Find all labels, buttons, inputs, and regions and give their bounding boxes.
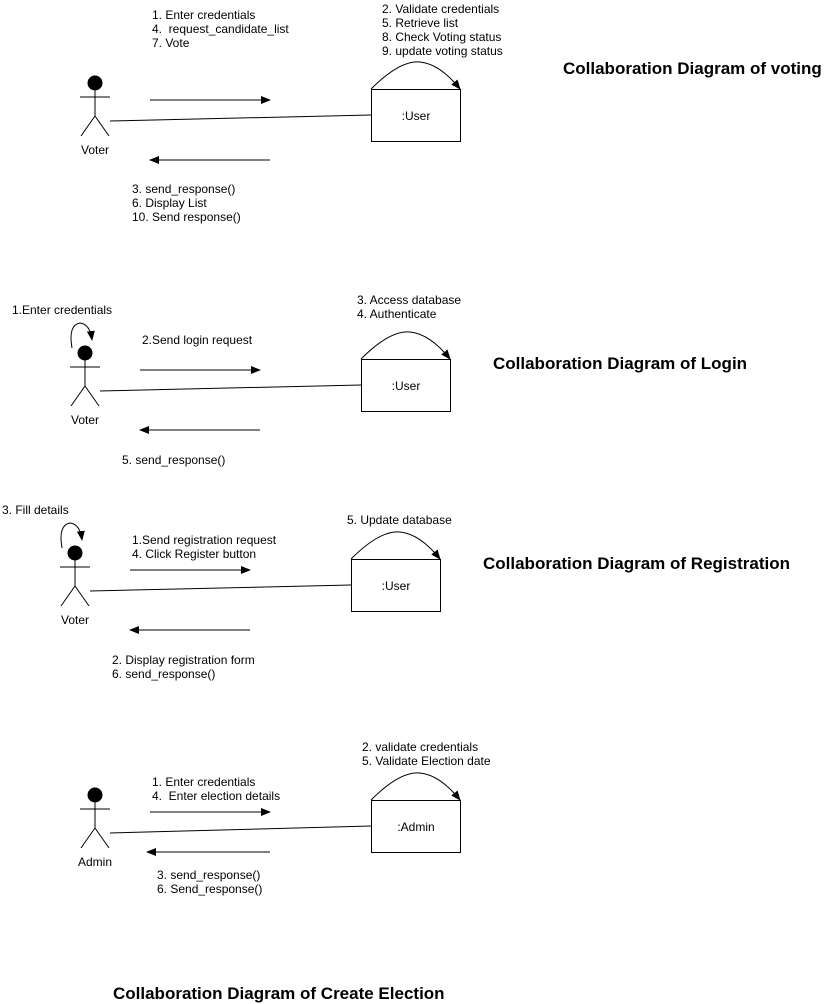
create-election-actor-label: Admin <box>77 855 112 869</box>
registration-request-messages: 1.Send registration request 4. Click Reg… <box>132 533 277 561</box>
create-election-response-messages: 3. send_response() 6. Send_response() <box>157 868 263 896</box>
registration-self-loop <box>350 531 441 560</box>
registration-actor-figure <box>60 545 90 607</box>
login-association-link <box>99 384 362 392</box>
create-election-actor-figure <box>80 787 110 849</box>
registration-object-label: :User <box>381 578 411 593</box>
registration-actor-self-message: 3. Fill details <box>2 503 69 517</box>
login-actor-self-message: 1.Enter credentials <box>12 303 113 317</box>
voting-actor-label: Voter <box>80 143 110 157</box>
registration-actor-label: Voter <box>60 613 90 627</box>
voting-diagram <box>80 61 461 164</box>
voting-object-label: :User <box>401 108 431 123</box>
registration-response-messages: 2. Display registration form 6. send_res… <box>112 653 255 681</box>
login-actor-self-loop <box>70 322 95 349</box>
create-election-request-messages: 1. Enter credentials 4. Enter election d… <box>152 775 281 803</box>
create-election-association-link <box>109 825 372 834</box>
voting-self-messages: 2. Validate credentials 5. Retrieve list… <box>382 2 503 58</box>
login-actor-label: Voter <box>70 413 100 427</box>
login-response-messages: 5. send_response() <box>122 453 226 467</box>
login-object-label: :User <box>391 378 421 393</box>
login-actor-figure <box>70 345 100 407</box>
login-request-messages: 2.Send login request <box>142 333 253 347</box>
login-user-object: :User <box>361 359 451 412</box>
registration-user-object: :User <box>351 559 441 612</box>
registration-association-link <box>89 584 352 592</box>
voting-diagram-title: Collaboration Diagram of voting <box>563 59 822 78</box>
voting-response-messages: 3. send_response() 6. Display List 10. S… <box>132 182 241 224</box>
registration-diagram <box>60 522 441 634</box>
login-diagram <box>70 322 451 434</box>
voting-self-loop <box>370 61 461 90</box>
registration-diagram-title: Collaboration Diagram of Registration <box>483 554 790 573</box>
registration-actor-self-loop <box>60 522 85 549</box>
create-election-admin-object: :Admin <box>371 800 461 853</box>
voting-request-messages: 1. Enter credentials 4. request_candidat… <box>152 8 289 50</box>
create-election-diagram <box>80 772 461 856</box>
create-election-self-messages: 2. validate credentials 5. Validate Elec… <box>362 740 491 768</box>
voting-user-object: :User <box>371 89 461 142</box>
create-election-self-loop <box>370 772 461 801</box>
registration-self-messages: 5. Update database <box>347 513 452 527</box>
login-self-loop <box>360 331 451 360</box>
login-diagram-title: Collaboration Diagram of Login <box>493 354 748 373</box>
login-self-messages: 3. Access database 4. Authenticate <box>357 293 462 321</box>
create-election-object-label: :Admin <box>397 819 435 834</box>
create-election-diagram-title: Collaboration Diagram of Create Election <box>113 984 445 1003</box>
voting-actor-figure <box>80 75 110 137</box>
voting-association-link <box>109 114 372 122</box>
